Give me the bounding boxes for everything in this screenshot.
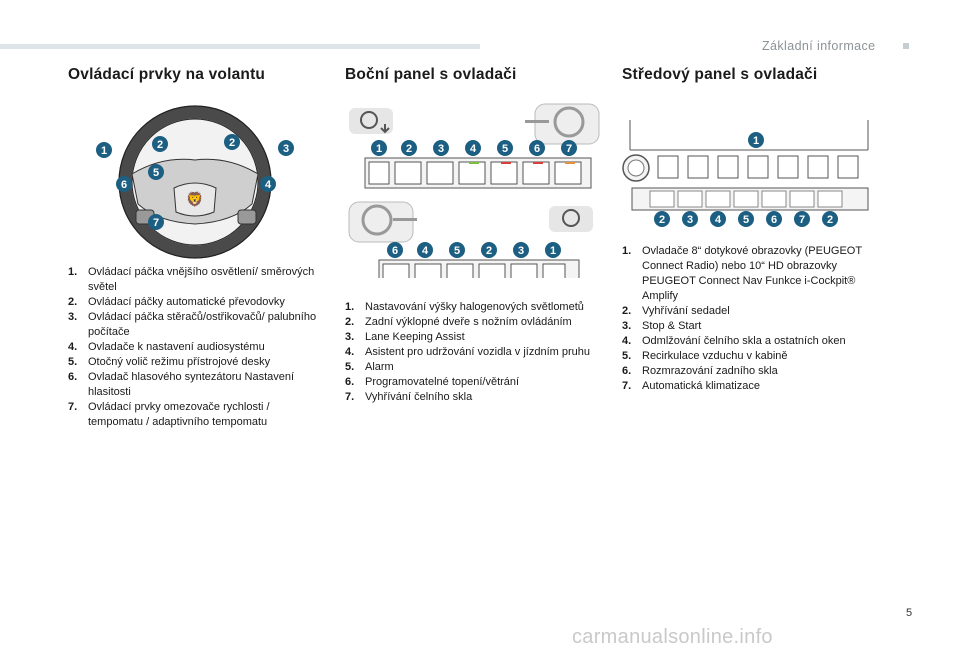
svg-text:4: 4: [715, 214, 722, 226]
svg-text:4: 4: [422, 245, 429, 257]
svg-text:5: 5: [454, 245, 460, 257]
svg-text:1: 1: [550, 245, 556, 257]
list-item: 2.Vyhřívání sedadel: [622, 305, 730, 317]
steering-wheel-figure: 🦁 1 2 2 3 4 5 6 7: [92, 104, 302, 260]
list-item: 2.Ovládací páčky automatické převodovky: [68, 296, 285, 308]
center-panel-figure: 1 2 3 4 5 6 7 2: [618, 116, 880, 234]
page-number: 5: [906, 607, 913, 619]
svg-text:6: 6: [121, 179, 127, 191]
svg-text:7: 7: [153, 217, 159, 229]
list-item: 6.Programovatelné topení/větrání: [345, 376, 520, 388]
svg-text:6: 6: [392, 245, 398, 257]
list-item: 2.Zadní výklopné dveře s nožním ovládání…: [345, 316, 572, 328]
list-item: 1.Ovládací páčka vnějšího osvětlení/ smě…: [68, 266, 315, 293]
svg-text:2: 2: [406, 143, 412, 155]
svg-text:3: 3: [283, 143, 289, 155]
center-panel-list: 1.Ovladače 8“ dotykové obrazovky (PEUGEO…: [622, 244, 878, 394]
header-dot: [903, 43, 909, 49]
svg-text:6: 6: [771, 214, 777, 226]
svg-text:2: 2: [827, 214, 833, 226]
section-steering-controls: Ovládací prvky na volantu: [68, 66, 324, 84]
steering-controls-list: 1.Ovládací páčka vnějšího osvětlení/ smě…: [68, 265, 324, 430]
list-item: 4.Asistent pro udržování vozidla v jízdn…: [345, 346, 591, 358]
svg-text:5: 5: [743, 214, 749, 226]
svg-text:4: 4: [470, 143, 477, 155]
list-item: 4.Ovladače k nastavení audiosystému: [68, 341, 265, 353]
list-item: 7.Vyhřívání čelního skla: [345, 391, 473, 403]
svg-text:2: 2: [229, 137, 235, 149]
list-item: 1.Nastavování výšky halogenových světlom…: [345, 301, 584, 313]
svg-text:2: 2: [157, 139, 163, 151]
svg-text:2: 2: [659, 214, 665, 226]
svg-text:4: 4: [265, 179, 272, 191]
svg-text:7: 7: [799, 214, 805, 226]
section-center-panel: Středový panel s ovladači: [622, 66, 882, 84]
svg-text:3: 3: [438, 143, 444, 155]
list-item: 1.Ovladače 8“ dotykové obrazovky (PEUGEO…: [622, 245, 862, 302]
section-side-panel: Boční panel s ovladači: [345, 66, 610, 84]
list-item: 5.Recirkulace vzduchu v kabině: [622, 350, 788, 362]
section-title: Boční panel s ovladači: [345, 66, 517, 83]
svg-text:5: 5: [502, 143, 508, 155]
header-title: Základní informace: [762, 39, 876, 53]
list-item: 3.Stop & Start: [622, 320, 702, 332]
svg-text:1: 1: [101, 145, 107, 157]
list-item: 4.Odmlžování čelního skla a ostatních ok…: [622, 335, 846, 347]
svg-text:7: 7: [566, 143, 572, 155]
list-item: 7.Ovládací prvky omezovače rychlosti / t…: [68, 401, 270, 428]
svg-text:1: 1: [376, 143, 382, 155]
list-item: 3.Lane Keeping Assist: [345, 331, 465, 343]
section-title: Ovládací prvky na volantu: [68, 66, 266, 83]
list-item: 6.Rozmrazování zadního skla: [622, 365, 778, 377]
list-item: 7.Automatická klimatizace: [622, 380, 760, 392]
svg-text:🦁: 🦁: [186, 191, 203, 208]
svg-text:5: 5: [153, 167, 159, 179]
list-item: 6.Ovladač hlasového syntezátoru Nastaven…: [68, 371, 295, 398]
side-panel-figure: 1 2 3 4 5 6 7 6 4 5 2 3 1: [345, 98, 605, 278]
svg-text:6: 6: [534, 143, 540, 155]
header-bar: [0, 44, 480, 49]
svg-text:1: 1: [753, 135, 759, 147]
list-item: 5.Alarm: [345, 361, 394, 373]
list-item: 5.Otočný volič režimu přístrojové desky: [68, 356, 271, 368]
svg-text:3: 3: [687, 214, 693, 226]
watermark: carmanualsonline.info: [572, 626, 773, 648]
steering-label-badges: 1 2 2 3 4 5 6 7: [96, 134, 294, 230]
svg-text:3: 3: [518, 245, 524, 257]
svg-text:2: 2: [486, 245, 492, 257]
list-item: 3.Ovládací páčka stěračů/ostřikovačů/ pa…: [68, 311, 317, 338]
section-title: Středový panel s ovladači: [622, 66, 818, 83]
side-panel-list: 1.Nastavování výšky halogenových světlom…: [345, 300, 610, 405]
